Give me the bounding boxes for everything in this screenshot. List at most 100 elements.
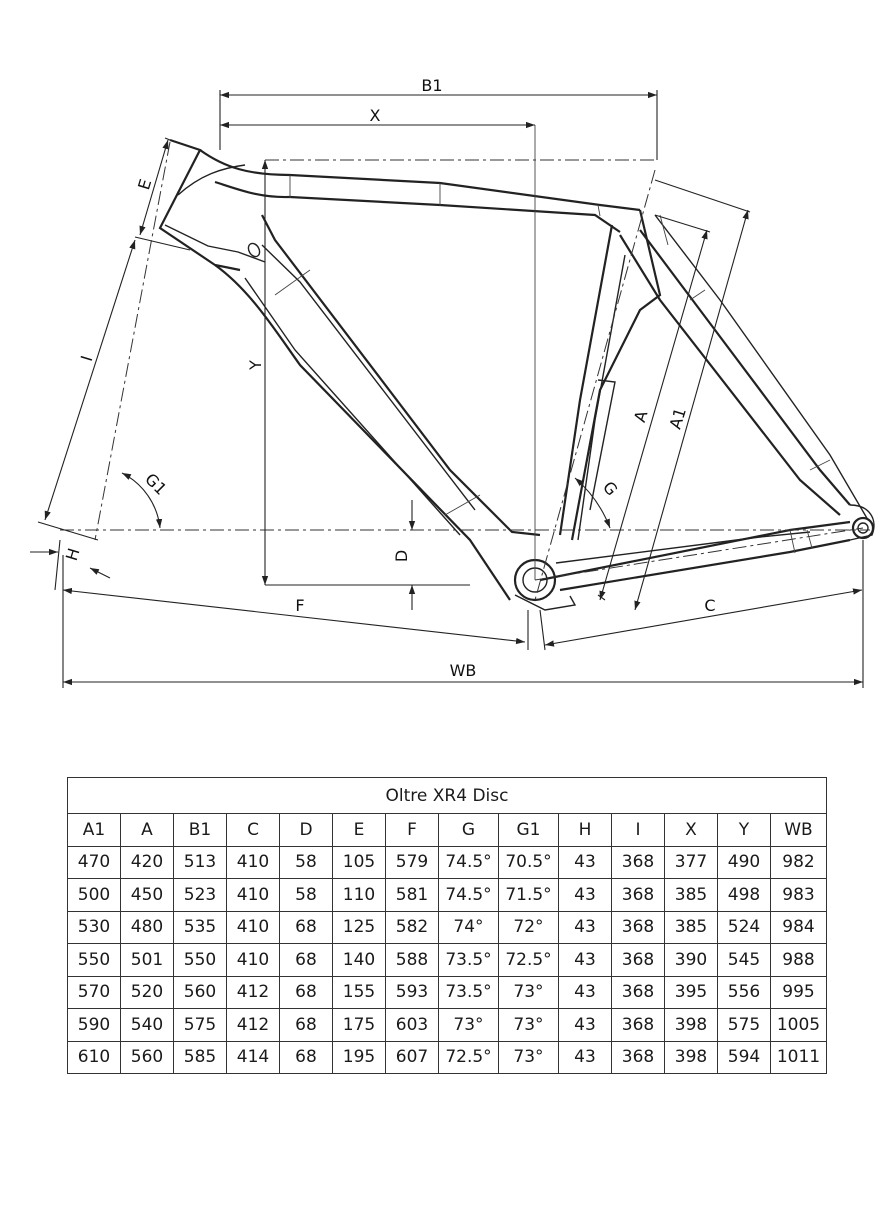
table-cell: 72.5°	[498, 943, 559, 977]
label-d: D	[392, 550, 411, 562]
table-cell: 995	[770, 975, 827, 1009]
table-cell: 556	[717, 975, 771, 1009]
table-cell: 410	[226, 910, 280, 944]
table-cell: 68	[279, 1040, 333, 1074]
table-cell: 43	[558, 910, 612, 944]
label-c: C	[704, 596, 715, 615]
table-cell: 395	[664, 975, 718, 1009]
table-cell: 368	[611, 943, 665, 977]
table-cell: 73.5°	[438, 943, 499, 977]
table-cell: 71.5°	[498, 878, 559, 912]
table-cell: 490	[717, 845, 771, 879]
table-cell: 390	[664, 943, 718, 977]
column-header: D	[279, 813, 333, 847]
table-cell: 175	[332, 1008, 386, 1042]
table-cell: 520	[120, 975, 174, 1009]
table-cell: 588	[385, 943, 439, 977]
label-x: X	[370, 106, 381, 125]
table-cell: 73°	[498, 1008, 559, 1042]
table-header-row: A1 A B1 C D E F G G1 H I X Y WB	[67, 813, 827, 847]
table-cell: 550	[67, 943, 121, 977]
table-cell: 68	[279, 910, 333, 944]
table-cell: 385	[664, 878, 718, 912]
table-cell: 560	[120, 1040, 174, 1074]
table-cell: 125	[332, 910, 386, 944]
table-cell: 410	[226, 943, 280, 977]
table-cell: 607	[385, 1040, 439, 1074]
table-cell: 68	[279, 975, 333, 1009]
table-cell: 368	[611, 1040, 665, 1074]
table-cell: 195	[332, 1040, 386, 1074]
table-cell: 535	[173, 910, 227, 944]
column-header: G1	[498, 813, 559, 847]
table-cell: 420	[120, 845, 174, 879]
table-cell: 73.5°	[438, 975, 499, 1009]
label-e: E	[134, 177, 155, 192]
table-cell: 377	[664, 845, 718, 879]
table-cell: 582	[385, 910, 439, 944]
table-cell: 450	[120, 878, 174, 912]
table-cell: 155	[332, 975, 386, 1009]
table-cell: 368	[611, 878, 665, 912]
table-cell: 412	[226, 1008, 280, 1042]
table-cell: 43	[558, 1040, 612, 1074]
table-cell: 43	[558, 1008, 612, 1042]
table-title: Oltre XR4 Disc	[67, 777, 827, 814]
table-cell: 1005	[770, 1008, 827, 1042]
table-cell: 410	[226, 845, 280, 879]
column-header: A1	[67, 813, 121, 847]
table-cell: 501	[120, 943, 174, 977]
table-cell: 43	[558, 878, 612, 912]
column-header: H	[558, 813, 612, 847]
label-y: Y	[246, 360, 265, 371]
table-cell: 105	[332, 845, 386, 879]
table-cell: 593	[385, 975, 439, 1009]
column-header: WB	[770, 813, 827, 847]
table-cell: 984	[770, 910, 827, 944]
table-cell: 74°	[438, 910, 499, 944]
table-cell: 585	[173, 1040, 227, 1074]
table-cell: 43	[558, 943, 612, 977]
table-cell: 412	[226, 975, 280, 1009]
table-cell: 524	[717, 910, 771, 944]
table-cell: 523	[173, 878, 227, 912]
table-cell: 58	[279, 845, 333, 879]
table-cell: 575	[173, 1008, 227, 1042]
table-cell: 575	[717, 1008, 771, 1042]
table-cell: 480	[120, 910, 174, 944]
table-cell: 470	[67, 845, 121, 879]
table-cell: 385	[664, 910, 718, 944]
table-cell: 414	[226, 1040, 280, 1074]
table-cell: 988	[770, 943, 827, 977]
table-cell: 1011	[770, 1040, 827, 1074]
table-cell: 368	[611, 845, 665, 879]
table-cell: 500	[67, 878, 121, 912]
reference-lines	[60, 125, 870, 601]
table-cell: 590	[67, 1008, 121, 1042]
label-wb: WB	[450, 661, 477, 680]
table-cell: 579	[385, 845, 439, 879]
table-cell: 43	[558, 975, 612, 1009]
table-cell: 368	[611, 1008, 665, 1042]
table-cell: 545	[717, 943, 771, 977]
table-cell: 540	[120, 1008, 174, 1042]
column-header: X	[664, 813, 718, 847]
table-cell: 513	[173, 845, 227, 879]
table-title-row: Oltre XR4 Disc	[67, 777, 827, 814]
table-cell: 368	[611, 975, 665, 1009]
column-header: E	[332, 813, 386, 847]
table-cell: 368	[611, 910, 665, 944]
bike-frame-drawing	[158, 138, 875, 611]
label-a: A	[630, 408, 651, 424]
geometry-table: Oltre XR4 Disc A1 A B1 C D E F G G1 H I …	[67, 777, 827, 1074]
dimension-lines	[30, 90, 864, 688]
label-b1: B1	[421, 76, 442, 95]
column-header: A	[120, 813, 174, 847]
table-cell: 550	[173, 943, 227, 977]
table-cell: 43	[558, 845, 612, 879]
